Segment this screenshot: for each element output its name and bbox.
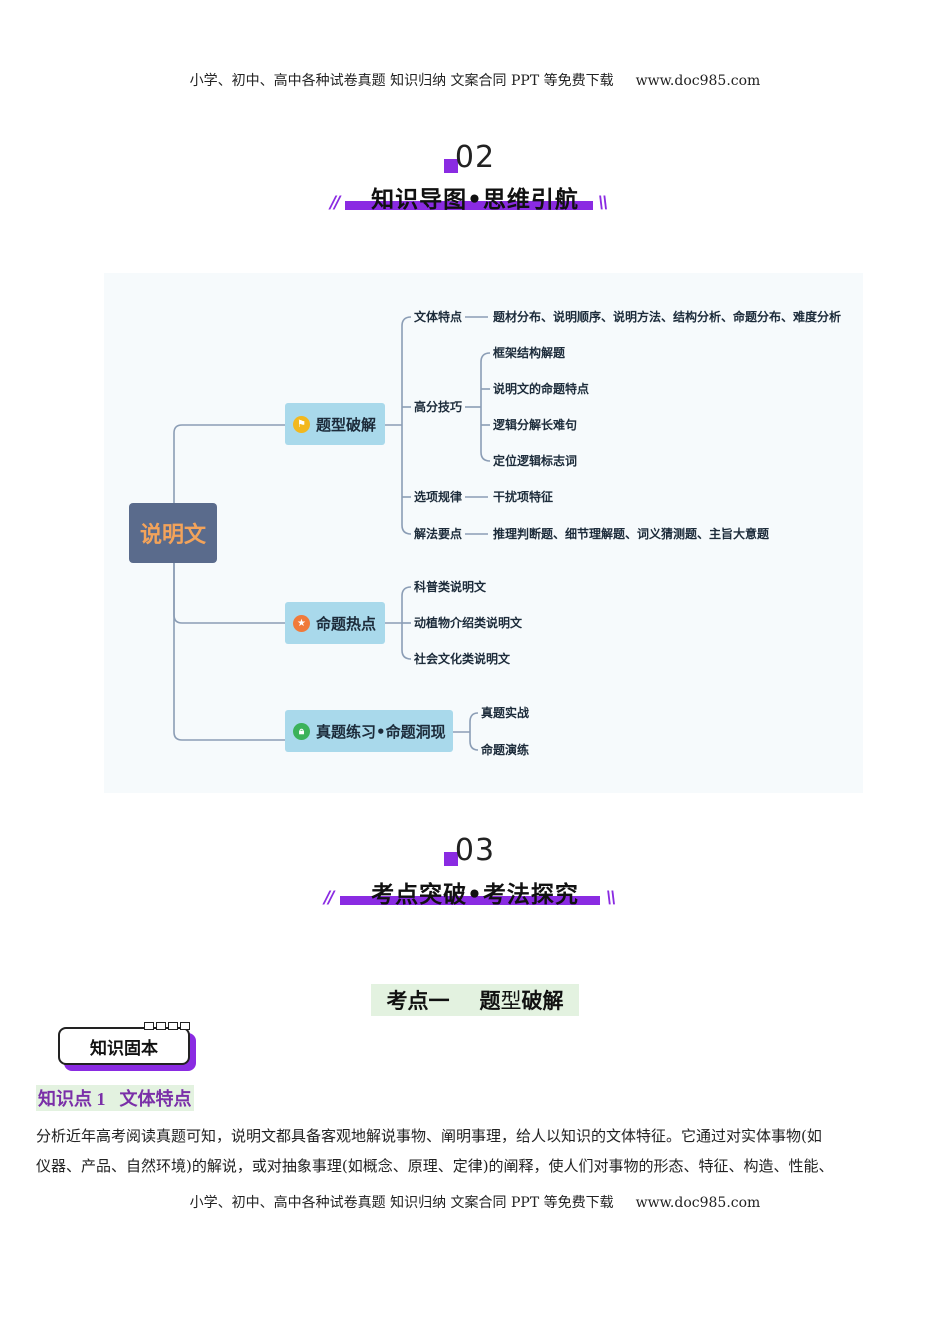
kaodian-name-c: 破解 — [521, 989, 564, 1013]
slash-decoration-right: \\ — [598, 193, 609, 213]
header-text: 小学、初中、高中各种试卷真题 知识归纳 文案合同 PPT 等免费下载 — [189, 73, 614, 89]
knowledge-point-heading: 知识点 1 文体特点 — [36, 1085, 194, 1111]
branch-tixing-pojie: ⚑ 题型破解 — [285, 403, 385, 445]
node-xuanxiang-guilv: 选项规律 — [414, 490, 463, 504]
footer-site-link[interactable]: www.doc985.com — [635, 1195, 761, 1211]
header-site-link[interactable]: www.doc985.com — [635, 73, 761, 89]
page-footer: 小学、初中、高中各种试卷真题 知识归纳 文案合同 PPT 等免费下载 www.do… — [0, 1192, 950, 1212]
knowledge-point-title: 文体特点 — [119, 1089, 192, 1110]
branch-zhenti-lianxi: 🔒︎ 真题练习•命题洞现 — [285, 710, 453, 752]
kaodian-name-b: 型 — [500, 989, 522, 1013]
kaodian-title: 考点一 题型破解 — [371, 984, 579, 1016]
lock-icon: 🔒︎ — [293, 722, 310, 740]
title-underline-bar — [340, 896, 600, 905]
badge-dots — [144, 1022, 190, 1030]
zhishi-guben-badge: 知识固本 — [58, 1022, 198, 1073]
footer-text: 小学、初中、高中各种试卷真题 知识归纳 文案合同 PPT 等免费下载 — [189, 1195, 614, 1211]
leaf-node: 定位逻辑标志词 — [493, 454, 578, 468]
slash-decoration-left: // — [330, 193, 341, 213]
leaf-node: 真题实战 — [481, 706, 530, 720]
leaf-node: 命题演练 — [481, 743, 530, 757]
leaf-node: 推理判断题、细节理解题、词义猜测题、主旨大意题 — [493, 527, 770, 541]
kaodian-name-a: 题 — [479, 989, 501, 1013]
page-header: 小学、初中、高中各种试卷真题 知识归纳 文案合同 PPT 等免费下载 www.do… — [0, 70, 950, 90]
section-title: 知识导图•思维引航 — [371, 187, 579, 213]
leaf-node: 科普类说明文 — [414, 580, 487, 594]
number-accent-mark — [444, 159, 458, 173]
leaf-node: 框架结构解题 — [493, 346, 566, 360]
star-icon: ★ — [293, 614, 310, 632]
node-jiefa-yaodian: 解法要点 — [414, 527, 463, 541]
mind-map-root: 说明文 — [129, 503, 217, 563]
node-gaofen-jiqiao: 高分技巧 — [414, 400, 463, 414]
slash-decoration-right: \\ — [606, 888, 617, 908]
leaf-node: 社会文化类说明文 — [414, 652, 511, 666]
section-title: 考点突破•考法探究 — [371, 882, 579, 908]
kaodian-prefix: 考点一 — [386, 989, 450, 1013]
slash-decoration-left: // — [324, 888, 335, 908]
leaf-node: 干扰项特征 — [493, 490, 554, 504]
knowledge-point-label: 知识点 1 — [38, 1089, 106, 1109]
branch-label: 题型破解 — [316, 415, 377, 434]
leaf-node: 动植物介绍类说明文 — [414, 616, 523, 630]
mind-map: 说明文 ⚑ 题型破解 ★ 命题热点 🔒︎ 真题练习•命题洞现 文体特点 题材分布… — [104, 273, 863, 793]
leaf-node: 说明文的命题特点 — [493, 382, 590, 396]
paragraph-line: 分析近年高考阅读真题可知，说明文都具备客观地解说事物、阐明事理，给人以知识的文体… — [36, 1127, 822, 1145]
section-number: 03 — [454, 833, 496, 868]
number-accent-mark — [444, 852, 458, 866]
branch-mingti-redian: ★ 命题热点 — [285, 602, 385, 644]
body-paragraph: 分析近年高考阅读真题可知，说明文都具备客观地解说事物、阐明事理，给人以知识的文体… — [36, 1121, 920, 1181]
branch-label: 真题练习•命题洞现 — [316, 722, 446, 741]
title-underline-bar — [345, 201, 593, 210]
node-wenti-tedian: 文体特点 — [414, 310, 463, 324]
paragraph-line: 仪器、产品、自然环境)的解说，或对抽象事理(如概念、原理、定律)的阐释，使人们对… — [36, 1157, 834, 1175]
mind-map-connectors — [173, 316, 491, 751]
section-number: 02 — [454, 140, 496, 175]
leaf-node: 题材分布、说明顺序、说明方法、结构分析、命题分布、难度分析 — [493, 310, 842, 324]
badge-label: 知识固本 — [58, 1027, 190, 1065]
flag-icon: ⚑ — [293, 415, 310, 433]
branch-label: 命题热点 — [316, 614, 377, 633]
leaf-node: 逻辑分解长难句 — [493, 418, 578, 432]
